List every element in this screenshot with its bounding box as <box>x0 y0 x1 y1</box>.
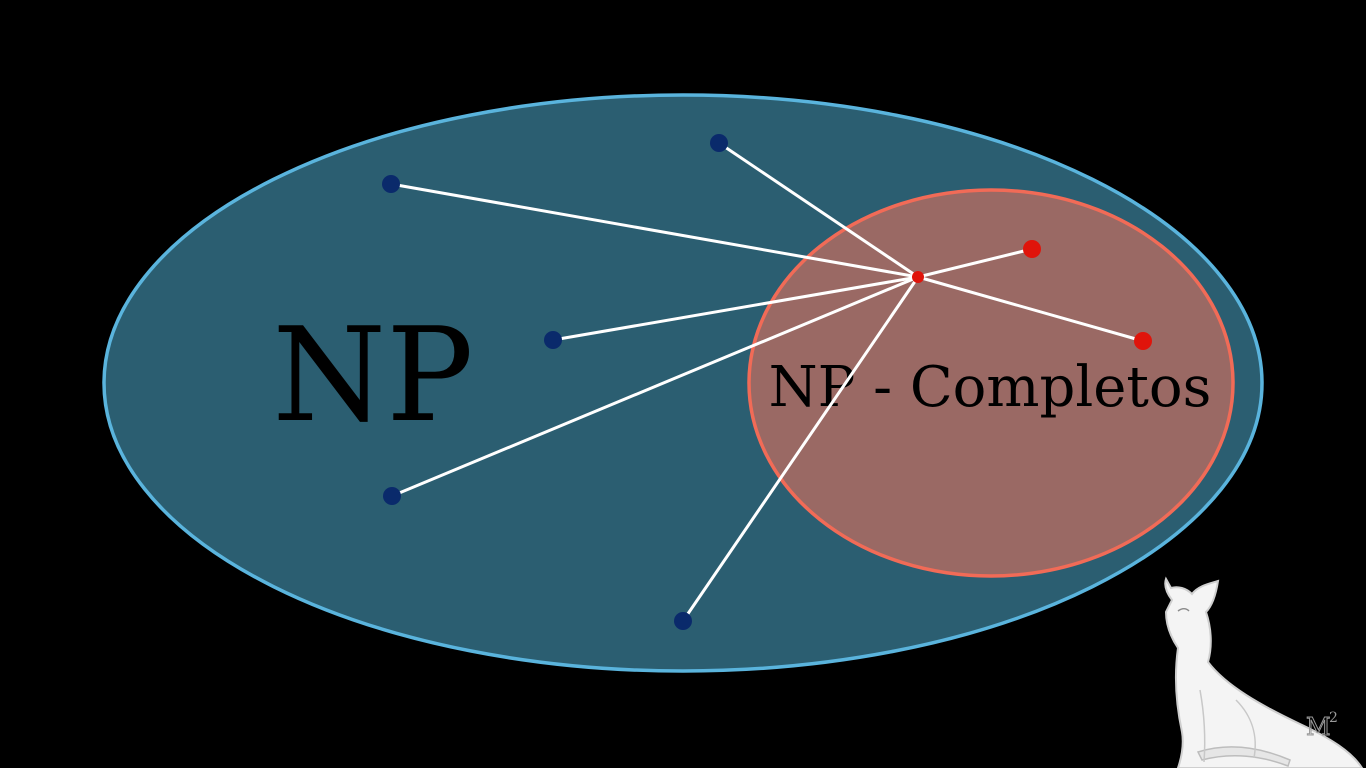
cat-mascot-icon <box>1164 576 1364 768</box>
np-point-top <box>710 134 728 152</box>
edge-npc-top <box>916 247 1034 279</box>
np-point-bottom <box>674 612 692 630</box>
points <box>382 134 1152 630</box>
np-point-top-left <box>382 175 400 193</box>
np-point-middle-left <box>544 331 562 349</box>
np-complete-hub-point <box>912 271 924 283</box>
edge-npc-right <box>916 275 1145 343</box>
logo-letter: M <box>1306 713 1331 741</box>
np-point-bottom-left <box>383 487 401 505</box>
np-complete-point-right <box>1134 332 1152 350</box>
edge-bottom-left <box>390 275 920 498</box>
cat-tail <box>1196 746 1291 767</box>
edge-top <box>717 141 920 279</box>
np-label: NP <box>272 299 473 451</box>
cat-hind-line <box>1235 699 1256 759</box>
m2-logo: M 2 <box>1306 710 1338 742</box>
cat-leg-line <box>1199 689 1206 763</box>
reduction-edges <box>389 141 1145 623</box>
cat-body <box>1164 576 1364 768</box>
logo-superscript: 2 <box>1329 710 1338 726</box>
np-complete-label: NP - Completos <box>769 355 1212 420</box>
edge-top-left <box>389 182 920 279</box>
cat-eye <box>1177 608 1190 612</box>
edge-middle-left <box>551 275 920 342</box>
edge-bottom <box>681 275 920 623</box>
np-complete-point-top <box>1023 240 1041 258</box>
